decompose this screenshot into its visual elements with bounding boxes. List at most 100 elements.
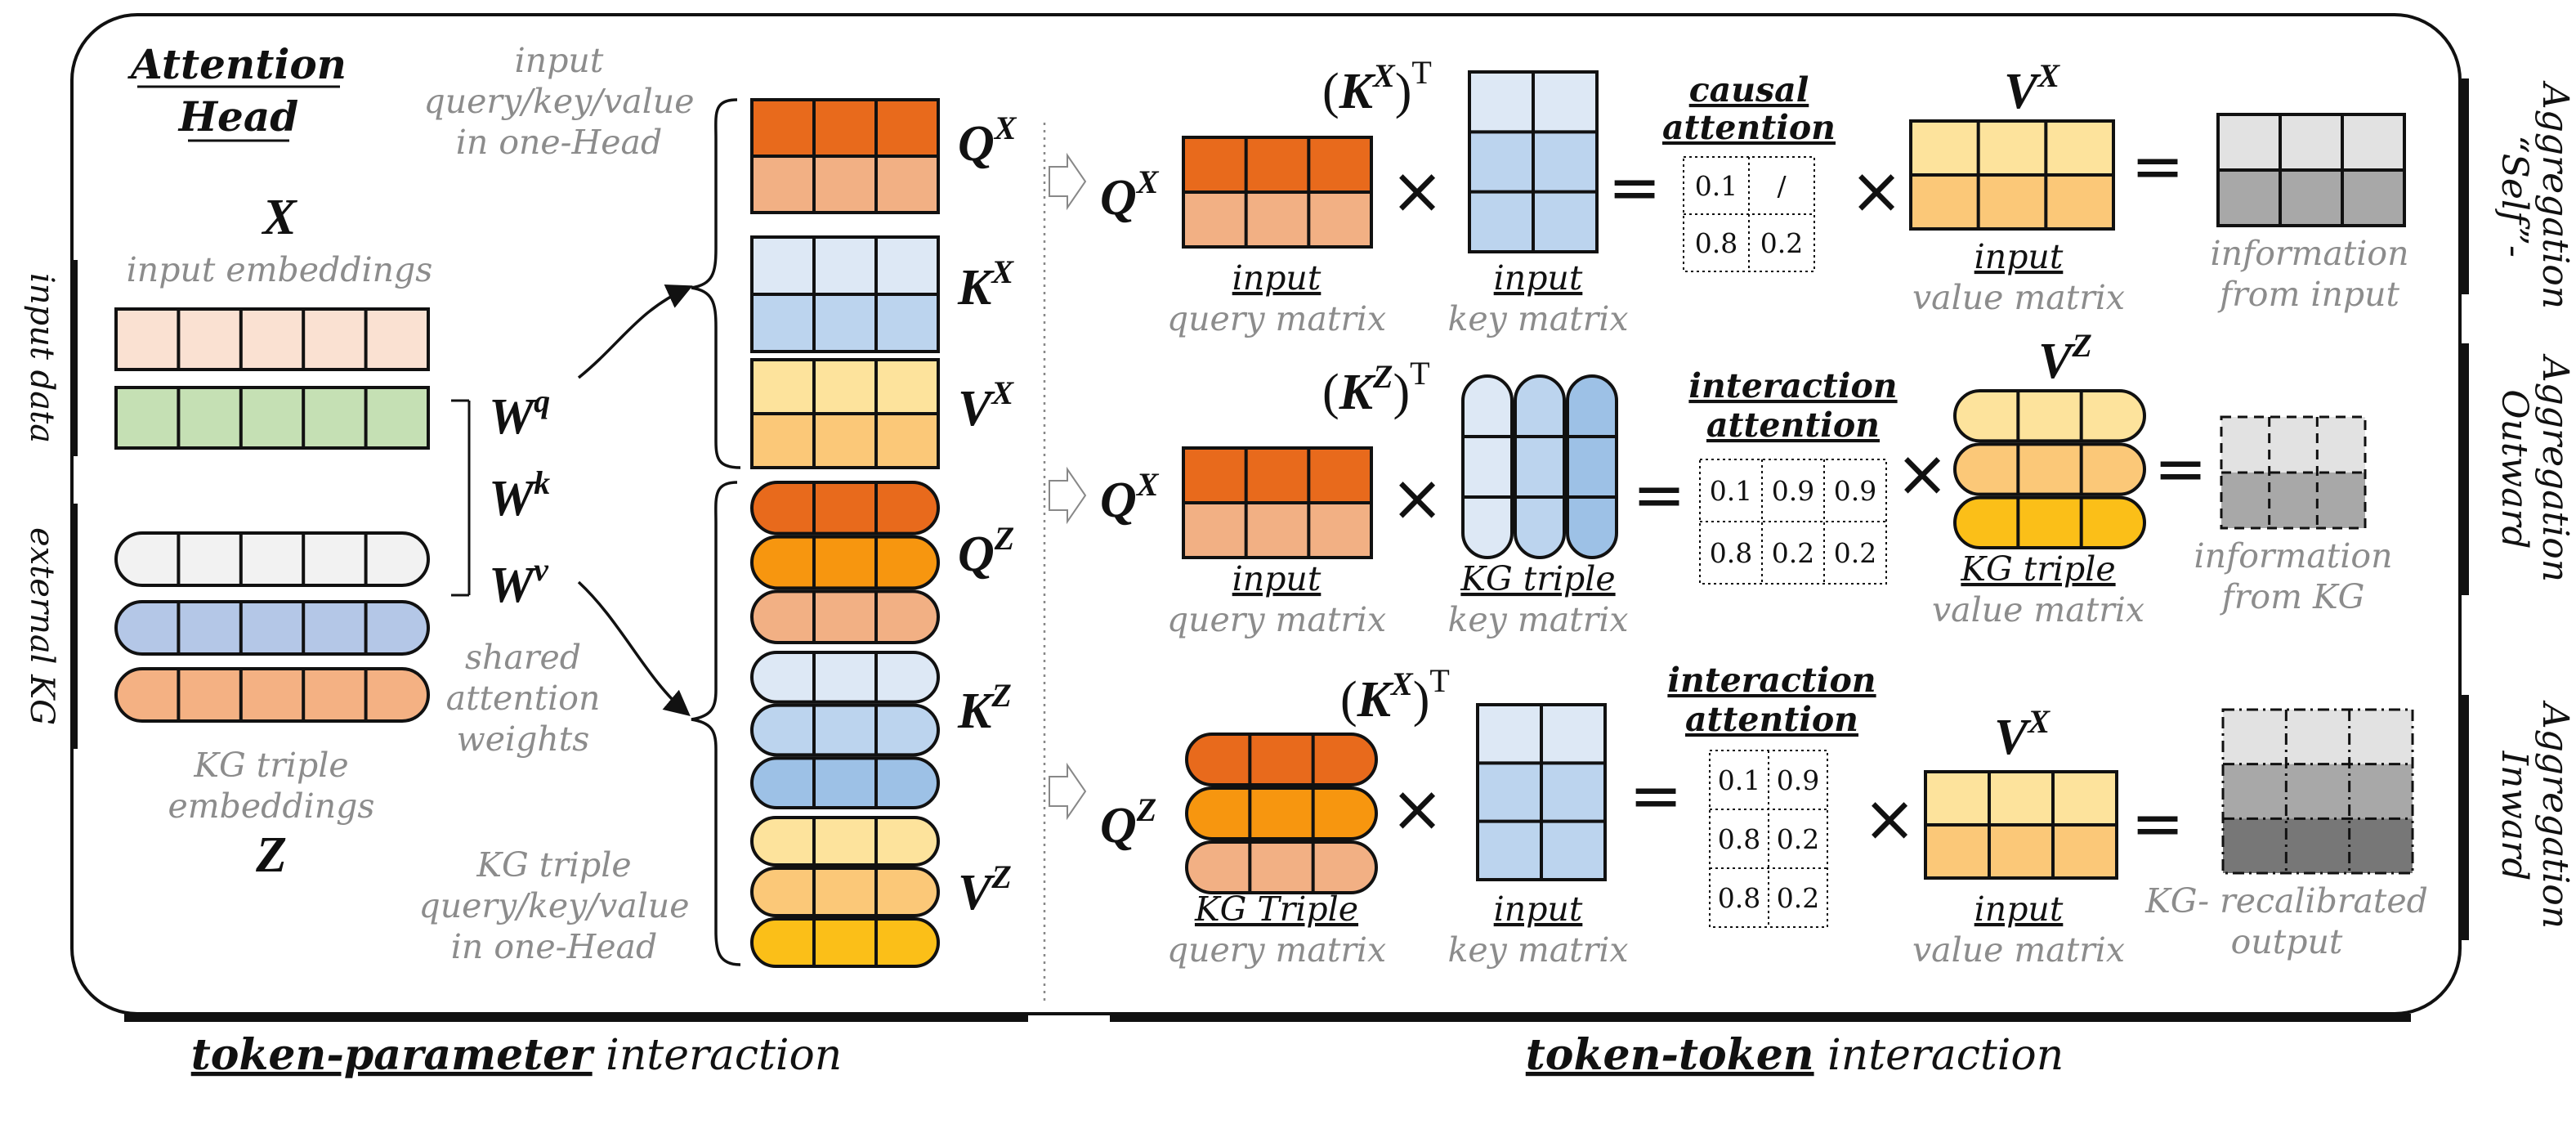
label-kz: KZ (957, 677, 1012, 739)
row3-attn-title-line2: attention (1685, 700, 1858, 739)
matrix-row (1911, 121, 2113, 175)
row2-v-label: VZ (2038, 327, 2092, 389)
row1-equals-1: = (1608, 151, 1661, 225)
matrix-border (114, 307, 430, 371)
row3-v-caption-line1: input (1974, 889, 2064, 929)
section-title-token-parameter: token-parameter interaction (191, 1030, 843, 1080)
row3-output-matrix (2221, 708, 2414, 875)
row2-v-caption-line1: KG triple (1960, 549, 2115, 589)
matrix-border (114, 386, 430, 450)
row2-q-caption-line2: query matrix (1167, 600, 1386, 639)
row1-attn-title-line2: attention (1662, 108, 1836, 147)
pill-row (750, 651, 940, 704)
attention-value: 0.1 (1710, 475, 1752, 507)
pill-row (750, 589, 940, 644)
row3-v-label: VX (1994, 703, 2051, 765)
pill-row (750, 535, 940, 590)
side-label-external-kg: external KG (23, 527, 60, 725)
pill-row (114, 600, 430, 656)
matrix-border (750, 98, 940, 214)
matrix-row (1911, 175, 2113, 229)
kg-embedding-bar-blue (114, 600, 430, 656)
pill-row (1185, 733, 1378, 786)
matrix-border (750, 358, 940, 469)
attention-value: 0.9 (1777, 764, 1819, 796)
weights-caption-line2: attention (446, 679, 601, 718)
pill-row (1185, 786, 1378, 840)
row3-out-caption-line2: output (2231, 922, 2343, 961)
row2-out-caption-line2: from KG (2220, 577, 2365, 616)
weights-caption-line1: shared (465, 638, 581, 677)
row3-k-label: (KX)T (1340, 662, 1450, 728)
attention-value: 0.8 (1695, 227, 1737, 259)
matrix-row (2221, 417, 2365, 473)
matrix-border (1182, 446, 1373, 559)
row1-times-2: × (1849, 155, 1903, 228)
row3-equals-1: = (1629, 759, 1682, 833)
kg-embedding-bar-salmon (114, 667, 430, 723)
row2-output-matrix (2220, 415, 2367, 530)
row2-k-caption-line2: key matrix (1448, 600, 1629, 639)
row3-times-1: × (1390, 773, 1443, 846)
kg-qkv-caption-line3: in one-Head (451, 927, 657, 966)
pill-row (1953, 389, 2146, 443)
row-outward-aggregation: QX input query matrix × (KZ)T KG triple … (1100, 327, 2576, 639)
row2-equals-1: = (1632, 459, 1685, 532)
label-kx: KX (957, 253, 1014, 316)
attention-value: 0.8 (1710, 537, 1752, 569)
pill-row (1185, 840, 1378, 894)
row1-side-label-line1: “Self”- (2493, 135, 2535, 258)
row3-out-caption-line1: KG- recalibrated (2144, 881, 2428, 921)
weight-wk: Wk (489, 464, 550, 526)
pill-row (1953, 495, 2146, 550)
arrow-to-kg-qkv (577, 580, 691, 717)
matrix-row (1183, 448, 1371, 503)
z-caption-line1: KG triple (193, 746, 348, 785)
z-symbol: Z (255, 827, 287, 883)
weights-caption-line3: weights (457, 719, 590, 759)
matrix-row (752, 100, 938, 156)
row2-k-caption-line1: KG triple (1460, 559, 1615, 598)
vx-matrix (750, 358, 940, 469)
matrix-row (1925, 772, 2117, 825)
pill-row (114, 531, 430, 587)
section-title-token-token: token-token interaction (1526, 1030, 2064, 1080)
side-bar-kg (70, 504, 78, 749)
row3-equals-2: = (2131, 787, 2184, 861)
head-title-line1: Attention (127, 40, 347, 88)
row3-attn-title-line1: interaction (1667, 661, 1876, 700)
pill-row (750, 756, 940, 809)
attention-value: 0.9 (1772, 475, 1814, 507)
row3-side-label-line2: Aggregation (2534, 700, 2576, 929)
row3-q-label: QZ (1100, 791, 1156, 854)
row2-attn-title-line2: attention (1706, 405, 1880, 445)
row3-value-matrix (1924, 770, 2118, 880)
input-qkv-caption-line2: query/key/value (424, 82, 695, 121)
matrix-row (752, 156, 938, 213)
matrix-row (116, 388, 428, 448)
x-caption: input embeddings (127, 250, 433, 289)
row-self-aggregation: QX input query matrix × (KX)T input key … (1100, 54, 2576, 338)
attention-value: 0.8 (1718, 823, 1760, 855)
row3-key-matrix (1476, 703, 1607, 881)
row3-query-matrix (1185, 733, 1378, 894)
matrix-row (1183, 192, 1371, 247)
weight-wq: Wq (489, 383, 550, 445)
row1-v-caption-line1: input (1974, 237, 2064, 276)
section-bar-right (1110, 1014, 2411, 1022)
pill-row (750, 816, 940, 867)
row1-value-matrix (1909, 119, 2115, 231)
row1-k-label: (KX)T (1322, 54, 1432, 119)
attention-value: 0.1 (1718, 764, 1760, 796)
input-embedding-bar (114, 307, 430, 371)
vz-matrix (750, 816, 940, 968)
row1-attn-title-line1: causal (1689, 70, 1809, 110)
matrix-row (1925, 825, 2117, 878)
matrix-row (2223, 764, 2413, 819)
matrix-border (750, 235, 940, 353)
row1-out-caption-line2: from input (2217, 275, 2400, 314)
input-embedding-bar-green (114, 386, 430, 450)
qz-matrix (750, 481, 940, 644)
pill-row (114, 667, 430, 723)
